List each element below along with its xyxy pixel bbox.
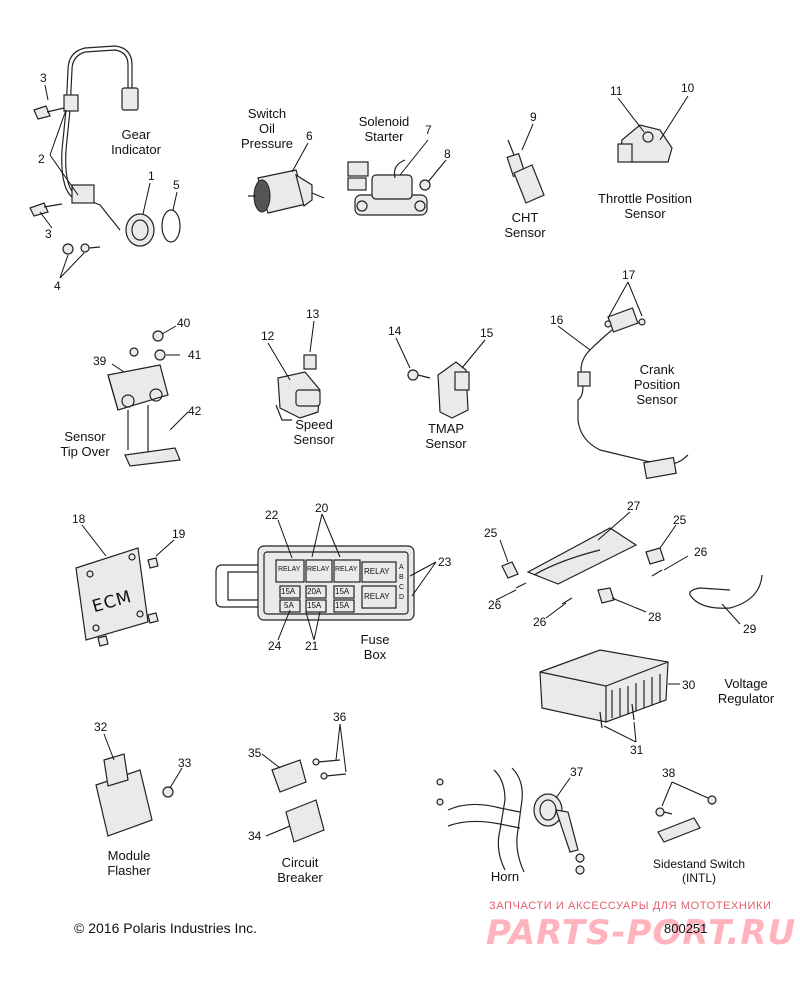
- callout-25a: 25: [484, 526, 498, 540]
- gear-indicator-assembly: [29, 45, 181, 255]
- callout-23: 23: [438, 555, 452, 569]
- callout-31: 31: [630, 743, 644, 757]
- callout-3b: 3: [45, 227, 52, 241]
- callout-14: 14: [388, 324, 402, 338]
- callout-29: 29: [743, 622, 757, 636]
- callout-37: 37: [570, 765, 584, 779]
- watermark-logo: PARTS-PORT.RU: [486, 913, 797, 953]
- fuse-relay-label: RELAY: [364, 567, 390, 576]
- callout-27: 27: [627, 499, 641, 513]
- callout-19: 19: [172, 527, 186, 541]
- callout-42: 42: [188, 404, 202, 418]
- callout-33: 33: [178, 756, 192, 770]
- tmap-sensor: [395, 337, 486, 419]
- fuse-relay-label: RELAY: [307, 566, 330, 573]
- regulator-bracket-and-clips: [495, 511, 763, 625]
- callout-35: 35: [248, 746, 262, 760]
- tip-over-sensor: [107, 325, 189, 467]
- callout-36: 36: [333, 710, 347, 724]
- caption-horn: Horn: [490, 869, 520, 884]
- callout-30: 30: [682, 678, 696, 692]
- callout-11: 11: [610, 84, 623, 98]
- callout-5: 5: [173, 178, 180, 192]
- callout-16: 16: [550, 313, 564, 327]
- gear-indicator-leaders: [39, 84, 178, 279]
- callout-28: 28: [648, 610, 662, 624]
- callout-7: 7: [425, 123, 432, 137]
- sidestand-switch: [655, 781, 717, 843]
- fuse-relay-label: RELAY: [278, 566, 301, 573]
- callout-1: 1: [148, 169, 155, 183]
- starter-solenoid: [347, 139, 447, 216]
- callout-18: 18: [72, 512, 86, 526]
- callout-4: 4: [54, 279, 61, 293]
- fuse-rating-label: 15A: [335, 587, 350, 596]
- fuse-relay-label: RELAY: [335, 566, 358, 573]
- callout-2: 2: [38, 152, 45, 166]
- callout-26a: 26: [694, 545, 708, 559]
- callout-10: 10: [681, 81, 695, 95]
- callout-40: 40: [177, 316, 191, 330]
- ecm-module: [75, 524, 175, 647]
- callout-13: 13: [306, 307, 320, 321]
- fuse-rating-label: 15A: [335, 601, 350, 610]
- circuit-breaker: [261, 723, 347, 843]
- fuse-box: [215, 513, 437, 641]
- callout-17: 17: [622, 268, 636, 282]
- fuse-rating-label: 15A: [281, 587, 296, 596]
- callout-9: 9: [530, 110, 537, 124]
- speed-sensor: [267, 320, 321, 421]
- watermark-tagline: ЗАПЧАСТИ И АКСЕССУАРЫ ДЛЯ МОТОТЕХНИКИ: [489, 900, 772, 912]
- fuse-rating-label: 15A: [307, 601, 322, 610]
- callout-6: 6: [306, 129, 313, 143]
- throttle-position-sensor: [617, 95, 689, 163]
- callout-3a: 3: [40, 71, 47, 85]
- horn-assembly: [436, 767, 585, 875]
- caption-sidestand-switch: Sidestand Switch(INTL): [652, 857, 746, 885]
- callout-26c: 26: [533, 615, 547, 629]
- fuse-rating-label: 5A: [284, 601, 294, 610]
- fuse-relay-label: RELAY: [364, 592, 390, 601]
- fuse-rating-label: 20A: [307, 587, 322, 596]
- callout-41: 41: [188, 348, 202, 362]
- callout-15: 15: [480, 326, 494, 340]
- oil-pressure-switch: [248, 142, 325, 214]
- callout-25b: 25: [673, 513, 687, 527]
- crank-position-sensor: [557, 281, 689, 480]
- copyright-text: © 2016 Polaris Industries Inc.: [74, 920, 258, 936]
- document-number: 800251: [664, 921, 708, 936]
- callout-32: 32: [94, 720, 108, 734]
- voltage-regulator: [539, 649, 680, 743]
- callout-22: 22: [265, 508, 279, 522]
- callout-8: 8: [444, 147, 451, 161]
- callout-34: 34: [248, 829, 262, 843]
- callout-21: 21: [305, 639, 319, 653]
- callout-39: 39: [93, 354, 107, 368]
- module-flasher: [95, 733, 183, 837]
- cht-sensor: [506, 123, 545, 204]
- callout-12: 12: [261, 329, 275, 343]
- callout-24: 24: [268, 639, 282, 653]
- callout-20: 20: [315, 501, 329, 515]
- callout-38: 38: [662, 766, 676, 780]
- callout-26b: 26: [488, 598, 502, 612]
